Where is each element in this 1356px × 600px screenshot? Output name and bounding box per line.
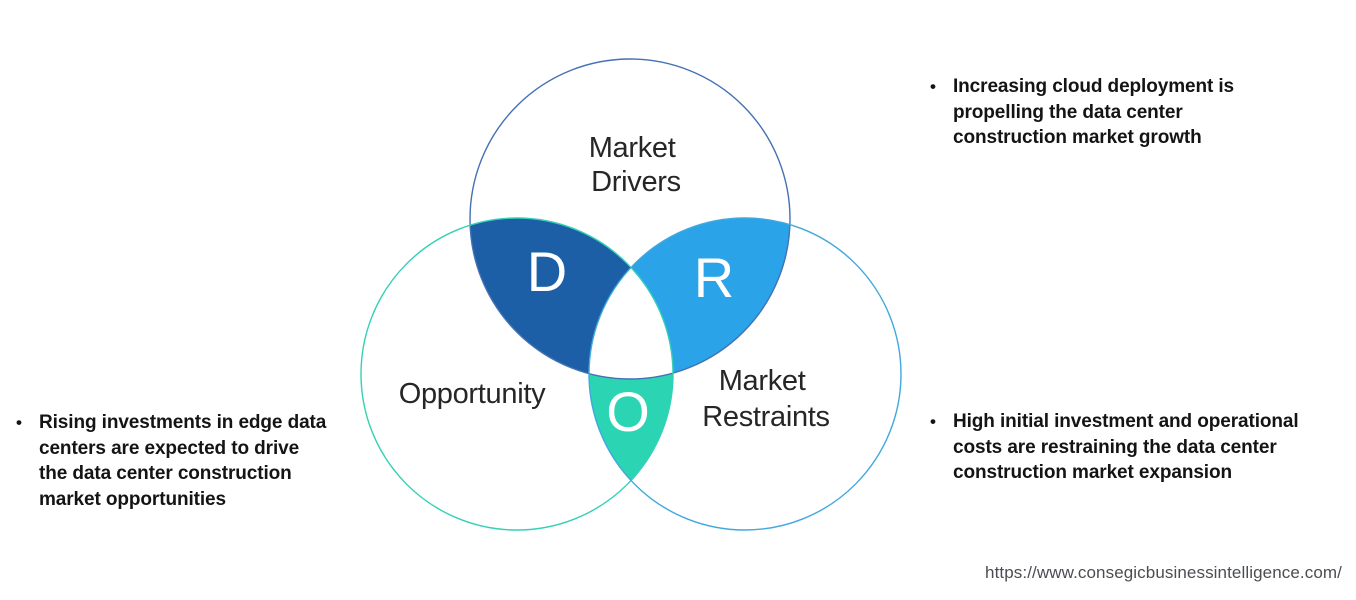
bullet-item-opportunity: • Rising investments in edge data center…: [16, 410, 376, 512]
bullet-text-restraints: High initial investment and operational …: [953, 411, 1299, 483]
source-url: https://www.consegicbusinessintelligence…: [985, 563, 1342, 582]
region-letter-o: O: [606, 380, 650, 443]
bullet-text-opportunity: Rising investments in edge data centers …: [39, 412, 327, 510]
bullet-marker: •: [930, 77, 936, 96]
drivers-circle: [469, 58, 791, 380]
restraints-label: Market Restraints: [702, 365, 830, 433]
drivers-label: Market Drivers: [589, 132, 684, 198]
region-letter-r: R: [694, 246, 734, 309]
bullet-marker: •: [930, 412, 936, 431]
bullet-text-drivers: Increasing cloud deployment is propellin…: [953, 76, 1235, 148]
bullet-item-drivers: • Increasing cloud deployment is propell…: [930, 74, 1280, 151]
restraints-circle: [588, 217, 902, 531]
bullet-item-restraints: • High initial investment and operationa…: [930, 409, 1350, 486]
opportunity-label: Opportunity: [399, 378, 546, 410]
bullet-marker: •: [16, 413, 22, 432]
opportunity-circle: [360, 217, 674, 531]
region-letter-d: D: [527, 240, 567, 303]
